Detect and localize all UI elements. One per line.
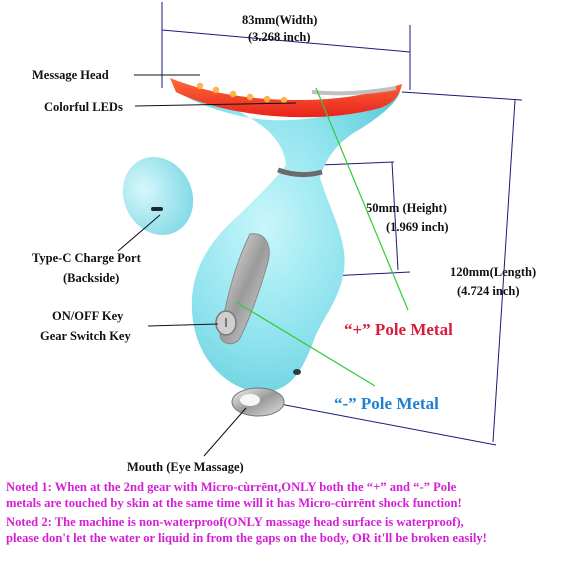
side-vent-icon [293, 369, 301, 375]
colorful-leds [196, 82, 288, 104]
head-silver-rim [311, 86, 397, 96]
length-sub-label: (4.724 inch) [457, 284, 520, 298]
length-dimension: 120mm(Length) (4.724 inch) [279, 91, 536, 446]
note-1-line-1: Noted 1: When at the 2nd gear with Micro… [6, 480, 457, 494]
callout-mouth: Mouth (Eye Massage) [127, 407, 247, 474]
width-label: 83mm(Width) [242, 13, 317, 27]
height-dimension: 50mm (Height) (1.969 inch) [309, 161, 449, 278]
mouth-label: Mouth (Eye Massage) [127, 460, 244, 474]
callout-message-head: Message Head [32, 68, 200, 82]
charge-port-cap [122, 157, 194, 235]
width-sub-label: (3.268 inch) [248, 30, 311, 44]
type-c-label: Type-C Charge Port [32, 251, 142, 265]
note-2-line-2: please don't let the water or liquid in … [6, 530, 487, 545]
massage-head [170, 78, 402, 118]
length-label: 120mm(Length) [450, 265, 536, 279]
note-2: Noted 2: The machine is non-waterproof(O… [6, 515, 578, 546]
height-label: 50mm (Height) [366, 201, 447, 215]
note-1-line-2: metals are touched by skin at the same t… [6, 495, 462, 510]
note-2-line-1: Noted 2: The machine is non-waterproof(O… [6, 515, 464, 529]
note-1: Noted 1: When at the 2nd gear with Micro… [6, 480, 578, 511]
callout-colorful-leds: Colorful LEDs [44, 100, 297, 114]
height-sub-label: (1.969 inch) [386, 220, 449, 234]
positive-pole-label: “+” Pole Metal [344, 320, 453, 339]
callout-onoff: ON/OFF Key Gear Switch Key [40, 309, 219, 343]
colorful-leds-label: Colorful LEDs [44, 100, 123, 114]
onoff-key-label: ON/OFF Key [52, 309, 124, 323]
type-c-port-icon [151, 207, 163, 211]
positive-pole-leader [315, 87, 409, 311]
negative-pole-label: “-” Pole Metal [334, 394, 439, 413]
type-c-sub-label: (Backside) [63, 271, 119, 285]
callout-type-c: Type-C Charge Port (Backside) [32, 214, 161, 285]
negative-pole-leader [235, 301, 376, 387]
massage-device [122, 78, 402, 417]
gear-switch-key-label: Gear Switch Key [40, 329, 131, 343]
device-body [175, 90, 400, 392]
message-head-label: Message Head [32, 68, 109, 82]
width-dimension: 83mm(Width) (3.268 inch) [161, 2, 411, 90]
neck-ring [277, 167, 323, 178]
